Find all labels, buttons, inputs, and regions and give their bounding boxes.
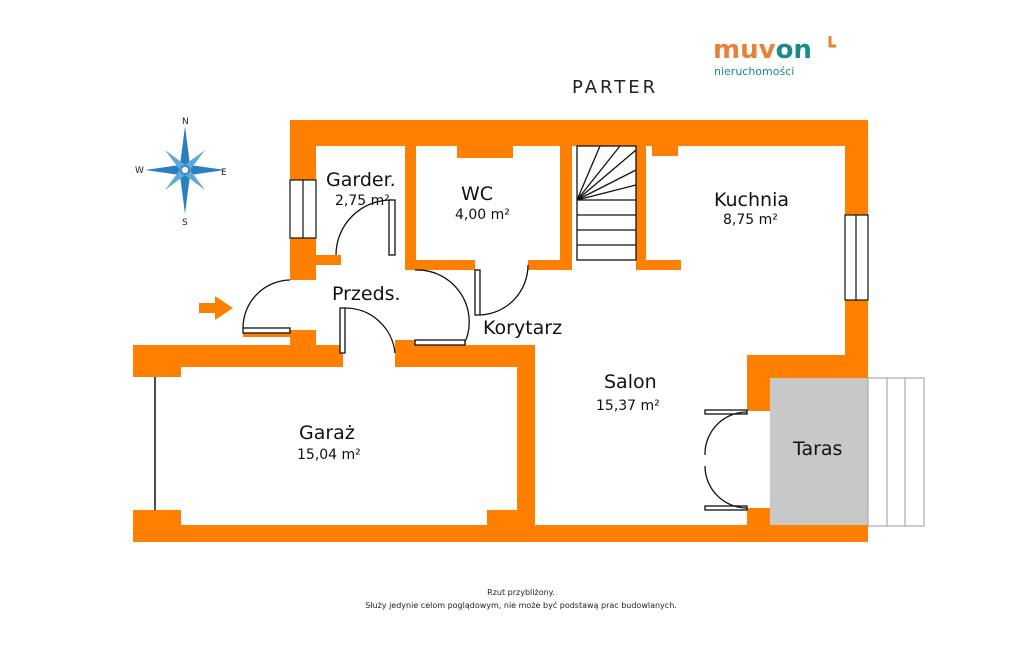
compass-n: N	[182, 117, 189, 127]
brand-logo: muvon nieruchomości	[713, 35, 836, 78]
footer-line1: Rzut przybliżony.	[487, 588, 555, 597]
compass-s: S	[182, 218, 188, 228]
windows	[289, 179, 869, 301]
compass-e: E	[221, 168, 227, 178]
room-taras-name: Taras	[792, 438, 842, 460]
terrace-area	[770, 378, 868, 528]
room-garaz-area: 15,04 m²	[297, 447, 361, 463]
room-kuchnia-area: 8,75 m²	[723, 212, 778, 228]
footer-line2: Służy jedynie celom poglądowym, nie może…	[365, 600, 677, 610]
brand-tagline: nieruchomości	[714, 65, 794, 78]
room-korytarz-name: Korytarz	[483, 317, 562, 339]
terrace-steps	[867, 377, 925, 527]
room-garder-area: 2,75 m²	[335, 193, 390, 209]
room-salon-name: Salon	[604, 371, 657, 393]
plan-title: PARTER	[572, 77, 658, 98]
room-garaz-name: Garaż	[299, 422, 355, 444]
room-salon-area: 15,37 m²	[596, 398, 660, 414]
room-garder-name: Garder.	[326, 169, 396, 191]
brand-name-part1: muv	[713, 35, 776, 65]
staircase	[576, 145, 637, 261]
brand-name-part2: on	[776, 35, 812, 65]
room-labels: Garder. 2,75 m² WC 4,00 m² Kuchnia 8,75 …	[297, 169, 842, 463]
entrance-arrow-icon	[199, 296, 233, 320]
room-przeds-name: Przeds.	[332, 283, 401, 305]
walls	[133, 120, 868, 542]
brand-mark-icon	[828, 36, 836, 48]
room-kuchnia-name: Kuchnia	[714, 189, 789, 211]
compass-w: W	[135, 166, 144, 176]
door-swings	[242, 199, 748, 511]
svg-text:muvon: muvon	[713, 35, 812, 65]
room-wc-area: 4,00 m²	[455, 207, 510, 223]
compass-rose-icon: N S E W	[135, 117, 227, 228]
room-wc-name: WC	[461, 183, 493, 205]
